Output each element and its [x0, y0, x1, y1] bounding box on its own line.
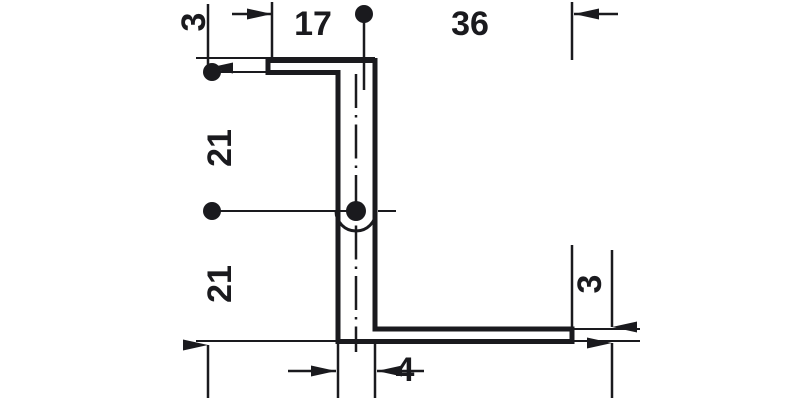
hole-arc — [334, 210, 378, 233]
dim-label-4: 4 — [396, 351, 415, 389]
dim-label-21-lower: 21 — [201, 265, 239, 303]
dimension-arrows — [183, 4, 637, 398]
profile-outline — [265, 58, 575, 344]
top-flange-dot — [203, 63, 221, 81]
center-axis-dot — [203, 202, 221, 220]
top-extension-dot — [355, 5, 373, 23]
point-markers — [203, 5, 373, 221]
dim-label-3-bottom-right: 3 — [571, 275, 609, 294]
dim-label-36: 36 — [451, 5, 489, 43]
dim-label-21-upper: 21 — [201, 129, 239, 167]
extension-lines — [270, 2, 574, 398]
thin-geometry-lines — [196, 57, 640, 342]
dim-label-17: 17 — [294, 5, 332, 43]
dim-label-3-top-left: 3 — [175, 13, 213, 32]
hole-center-dot — [346, 201, 366, 221]
